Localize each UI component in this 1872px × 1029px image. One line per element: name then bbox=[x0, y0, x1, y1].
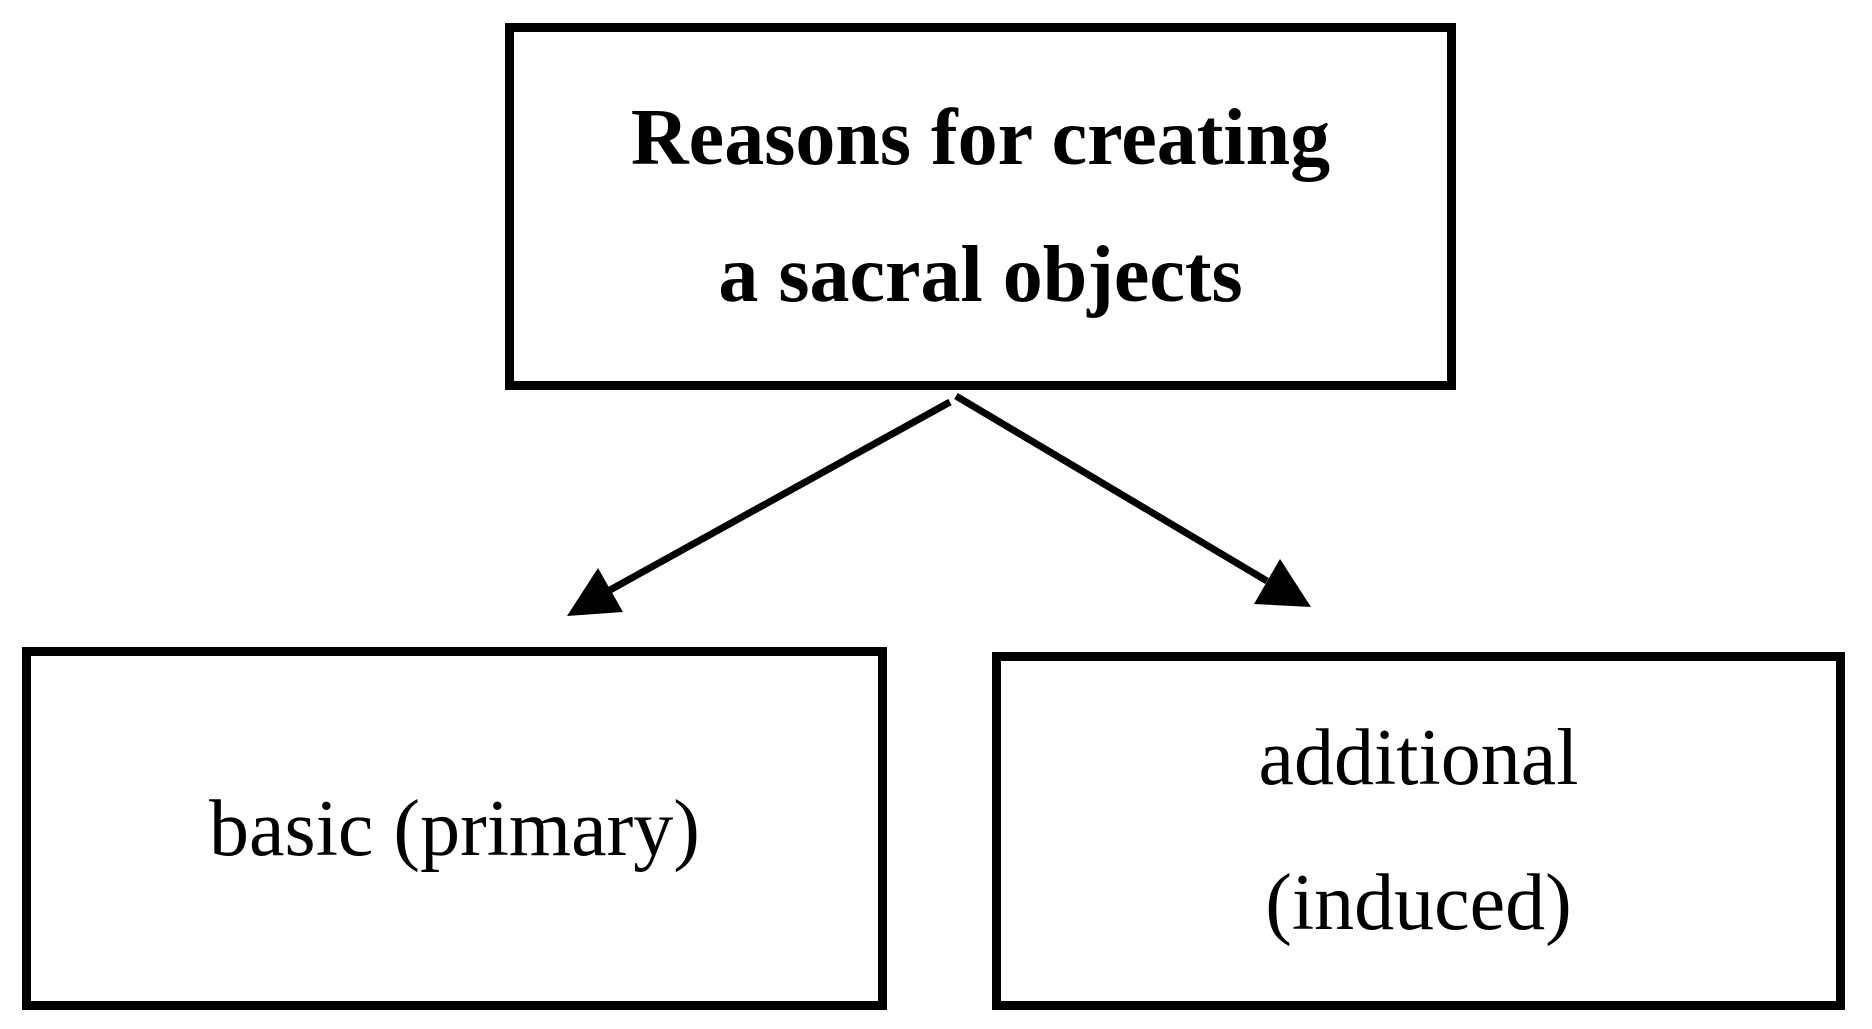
arrow-root-to-additional-head bbox=[1254, 559, 1311, 607]
node-reasons-line-1: Reasons for creating bbox=[630, 93, 1331, 182]
arrow-root-to-additional-shaft bbox=[954, 392, 1269, 585]
node-reasons-for-creating: Reasons for creating a sacral objects bbox=[505, 23, 1456, 390]
node-additional-induced: additional (induced) bbox=[992, 652, 1845, 1010]
node-reasons-line-2: a sacral objects bbox=[718, 230, 1243, 319]
node-additional-line-2: (induced) bbox=[1265, 859, 1572, 947]
node-basic-label: basic (primary) bbox=[209, 784, 700, 873]
arrow-root-to-basic bbox=[567, 398, 952, 616]
arrow-root-to-basic-head bbox=[567, 568, 623, 616]
arrow-root-to-basic-shaft bbox=[608, 398, 952, 594]
arrow-root-to-additional bbox=[954, 392, 1311, 607]
node-additional-line-1: additional bbox=[1258, 714, 1579, 802]
node-basic-primary: basic (primary) bbox=[22, 647, 887, 1010]
